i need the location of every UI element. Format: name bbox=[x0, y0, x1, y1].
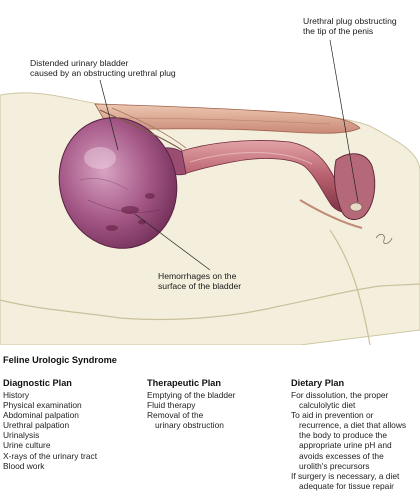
plan-item-line: calculolytic diet bbox=[299, 400, 356, 411]
plan-item-line: Physical examination bbox=[3, 400, 82, 411]
plan-item: Urethral palpation bbox=[3, 420, 97, 430]
fur-edge-lower bbox=[0, 283, 420, 321]
plan-heading: Therapeutic Plan bbox=[147, 378, 222, 388]
plan-item-line: To aid in prevention or bbox=[291, 410, 374, 421]
plan-item-line: Fluid therapy bbox=[147, 400, 196, 411]
plan-item: Urine culture bbox=[3, 440, 97, 450]
plan-item-line: urinary obstruction bbox=[155, 420, 224, 431]
plan-item-line: Urethral palpation bbox=[3, 420, 70, 431]
plan-heading: Diagnostic Plan bbox=[3, 378, 72, 388]
leader-line-hemorrhage bbox=[134, 213, 211, 271]
callout-line: caused by an obstructing urethral plug bbox=[30, 68, 176, 78]
plan-item-line: urolith's precursors bbox=[299, 460, 370, 471]
plan-item-line: Abdominal palpation bbox=[3, 410, 79, 421]
penis-tip bbox=[333, 153, 376, 220]
urethral-plug bbox=[349, 202, 363, 212]
plan-item: Abdominal palpation bbox=[3, 410, 97, 420]
plan-item: History bbox=[3, 390, 97, 400]
plan-item: Urinalysis bbox=[3, 430, 97, 440]
plan-item-line: If surgery is necessary, a diet bbox=[291, 470, 400, 481]
callout-line: Hemorrhages on the bbox=[158, 271, 237, 281]
fur-leg bbox=[329, 229, 371, 345]
plan-item-line: Removal of the bbox=[147, 410, 204, 421]
plan-item: Physical examination bbox=[3, 400, 97, 410]
callout-line: Urethral plug obstructing bbox=[303, 16, 397, 26]
rectum-tissue bbox=[94, 103, 361, 134]
plan-item-line: the body to produce the bbox=[299, 430, 388, 441]
plan-heading: Dietary Plan bbox=[291, 378, 345, 388]
callout-hemorrhages: Hemorrhages on the surface of the bladde… bbox=[158, 271, 241, 291]
callout-urethral-plug: Urethral plug obstructing the tip of the… bbox=[303, 16, 397, 36]
syndrome-title: Feline Urologic Syndrome bbox=[3, 355, 117, 365]
plan-item: X-rays of the urinary tract bbox=[3, 451, 97, 461]
leader-line-plug bbox=[329, 39, 359, 203]
leader-line-bladder bbox=[99, 79, 119, 151]
plan-item-line: avoids excesses of the bbox=[299, 450, 384, 461]
plan-item-line: Emptying of the bladder bbox=[147, 390, 236, 400]
bladder bbox=[58, 117, 178, 249]
callout-line: surface of the bladder bbox=[158, 281, 242, 291]
plan-item-line: appropriate urine pH and bbox=[299, 440, 392, 451]
plan-item: Blood work bbox=[3, 461, 97, 471]
plan-item: Emptying of the bladder bbox=[147, 390, 235, 400]
artist-signature bbox=[375, 234, 393, 244]
plan-item-line: For dissolution, the proper bbox=[291, 390, 389, 400]
plan-item-line: Urinalysis bbox=[3, 430, 40, 441]
therapeutic-plan: Therapeutic Plan Emptying of the bladder… bbox=[147, 378, 235, 430]
plan-item-line: adequate for tissue repair bbox=[299, 480, 394, 491]
plan-item-line: recurrence, a diet that allows bbox=[299, 420, 407, 431]
anatomical-illustration bbox=[0, 39, 420, 345]
plan-item-line: History bbox=[3, 390, 30, 400]
callout-line: the tip of the penis bbox=[303, 26, 374, 36]
plan-item-line: Urine culture bbox=[3, 440, 51, 451]
callout-line: Distended urinary bladder bbox=[30, 58, 129, 68]
plan-item-line: X-rays of the urinary tract bbox=[3, 450, 98, 461]
plan-item: Fluid therapy bbox=[147, 400, 235, 410]
dietary-plan: Dietary Plan For dissolution, the proper… bbox=[291, 378, 406, 491]
plan-item-line: Blood work bbox=[3, 460, 45, 471]
callout-bladder: Distended urinary bladder caused by an o… bbox=[30, 58, 176, 78]
